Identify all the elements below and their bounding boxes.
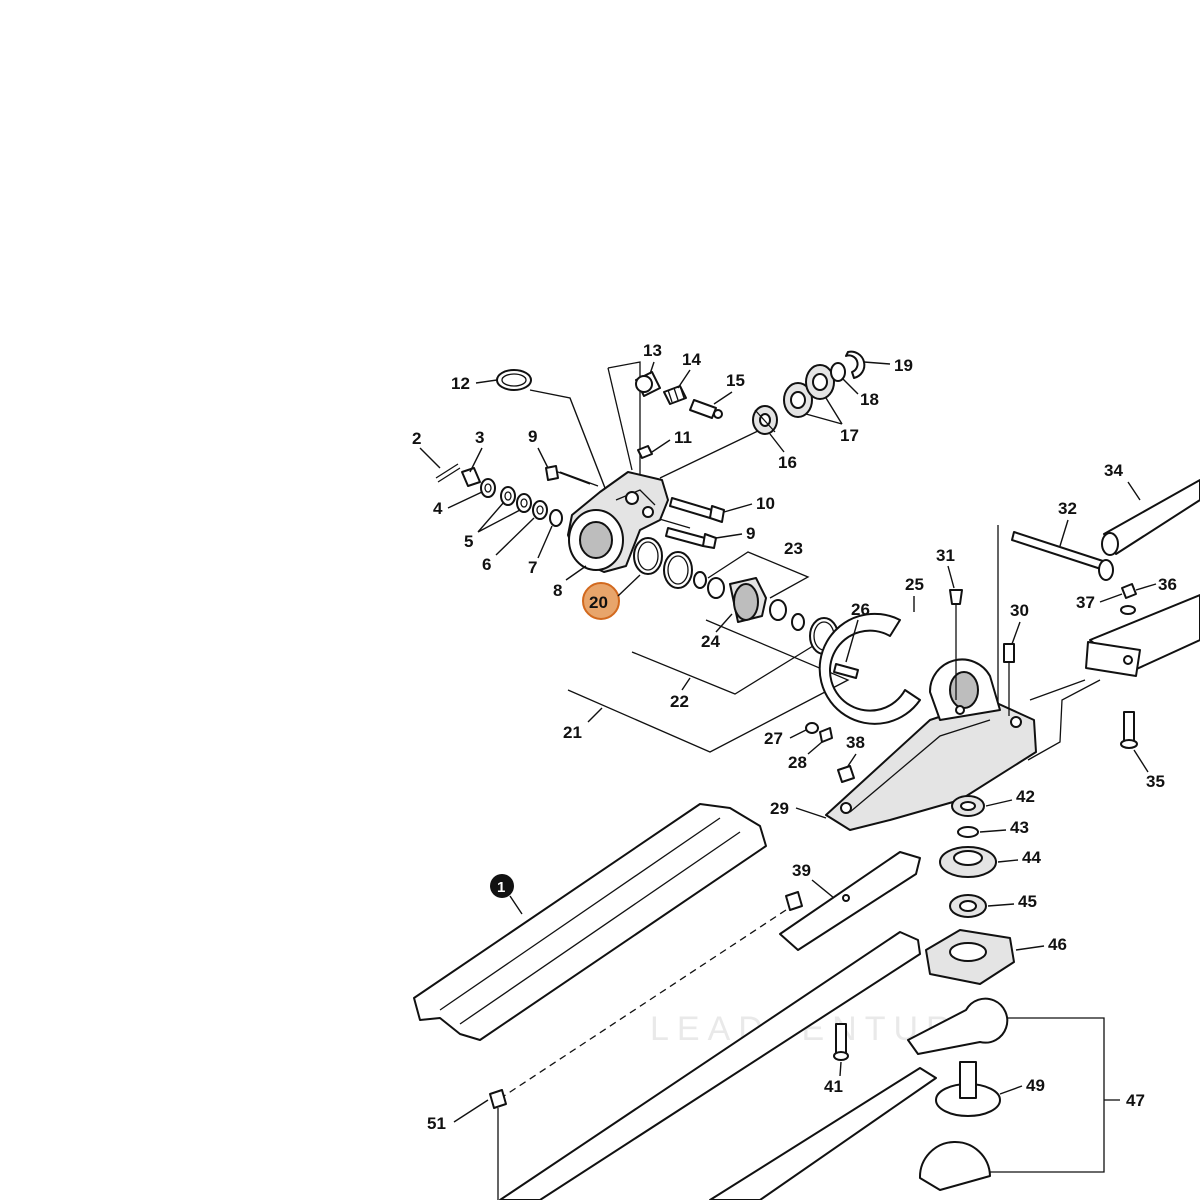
label-35[interactable]: 35 (1146, 772, 1165, 791)
label-47[interactable]: 47 (1126, 1091, 1145, 1110)
label-42[interactable]: 42 (1016, 787, 1035, 806)
label-24[interactable]: 24 (701, 632, 720, 651)
label-51[interactable]: 51 (427, 1114, 446, 1133)
label-7[interactable]: 7 (528, 558, 537, 577)
label-28[interactable]: 28 (788, 753, 807, 772)
label-25[interactable]: 25 (905, 575, 924, 594)
label-13[interactable]: 13 (643, 341, 662, 360)
label-38[interactable]: 38 (846, 733, 865, 752)
label-41[interactable]: 41 (824, 1077, 843, 1096)
label-5[interactable]: 5 (464, 532, 473, 551)
label-2[interactable]: 2 (412, 429, 421, 448)
label-30[interactable]: 30 (1010, 601, 1029, 620)
label-43[interactable]: 43 (1010, 818, 1029, 837)
label-22[interactable]: 22 (670, 692, 689, 711)
label-15[interactable]: 15 (726, 371, 745, 390)
group-brackets (567, 361, 1120, 1173)
label-26[interactable]: 26 (851, 600, 870, 619)
label-37[interactable]: 37 (1076, 593, 1095, 612)
label-36[interactable]: 36 (1158, 575, 1177, 594)
label-44[interactable]: 44 (1022, 848, 1041, 867)
label-32[interactable]: 32 (1058, 499, 1077, 518)
label-49[interactable]: 49 (1026, 1076, 1045, 1095)
label-45[interactable]: 45 (1018, 892, 1037, 911)
label-17[interactable]: 17 (840, 426, 859, 445)
label-16[interactable]: 16 (778, 453, 797, 472)
label-46[interactable]: 46 (1048, 935, 1067, 954)
highlight-marker-20[interactable] (582, 582, 620, 620)
label-19[interactable]: 19 (894, 356, 913, 375)
label-3[interactable]: 3 (475, 428, 484, 447)
label-1[interactable]: 1 (497, 879, 505, 896)
label-21[interactable]: 21 (563, 723, 582, 742)
label-10[interactable]: 10 (756, 494, 775, 513)
label-20[interactable]: 20 (589, 593, 608, 612)
label-39[interactable]: 39 (792, 861, 811, 880)
label-31[interactable]: 31 (936, 546, 955, 565)
label-23[interactable]: 23 (784, 539, 803, 558)
label-14[interactable]: 14 (682, 350, 701, 369)
label-34[interactable]: 34 (1104, 461, 1123, 480)
label-6[interactable]: 6 (482, 555, 491, 574)
label-8[interactable]: 8 (553, 581, 562, 600)
gear-head-upper (435, 350, 866, 655)
label-29[interactable]: 29 (770, 799, 789, 818)
label-11[interactable]: 11 (674, 428, 692, 447)
label-9-upper[interactable]: 9 (528, 427, 537, 446)
marker-1[interactable] (490, 874, 514, 898)
label-9-lower[interactable]: 9 (746, 524, 755, 543)
label-4[interactable]: 4 (433, 499, 443, 518)
label-27[interactable]: 27 (764, 729, 783, 748)
lower-gearbox (413, 479, 1200, 1200)
part-labels: 2 3 4 5 6 7 8 9 9 10 11 12 13 14 15 16 1… (412, 341, 1177, 1133)
label-12[interactable]: 12 (451, 374, 470, 393)
label-18[interactable]: 18 (860, 390, 879, 409)
